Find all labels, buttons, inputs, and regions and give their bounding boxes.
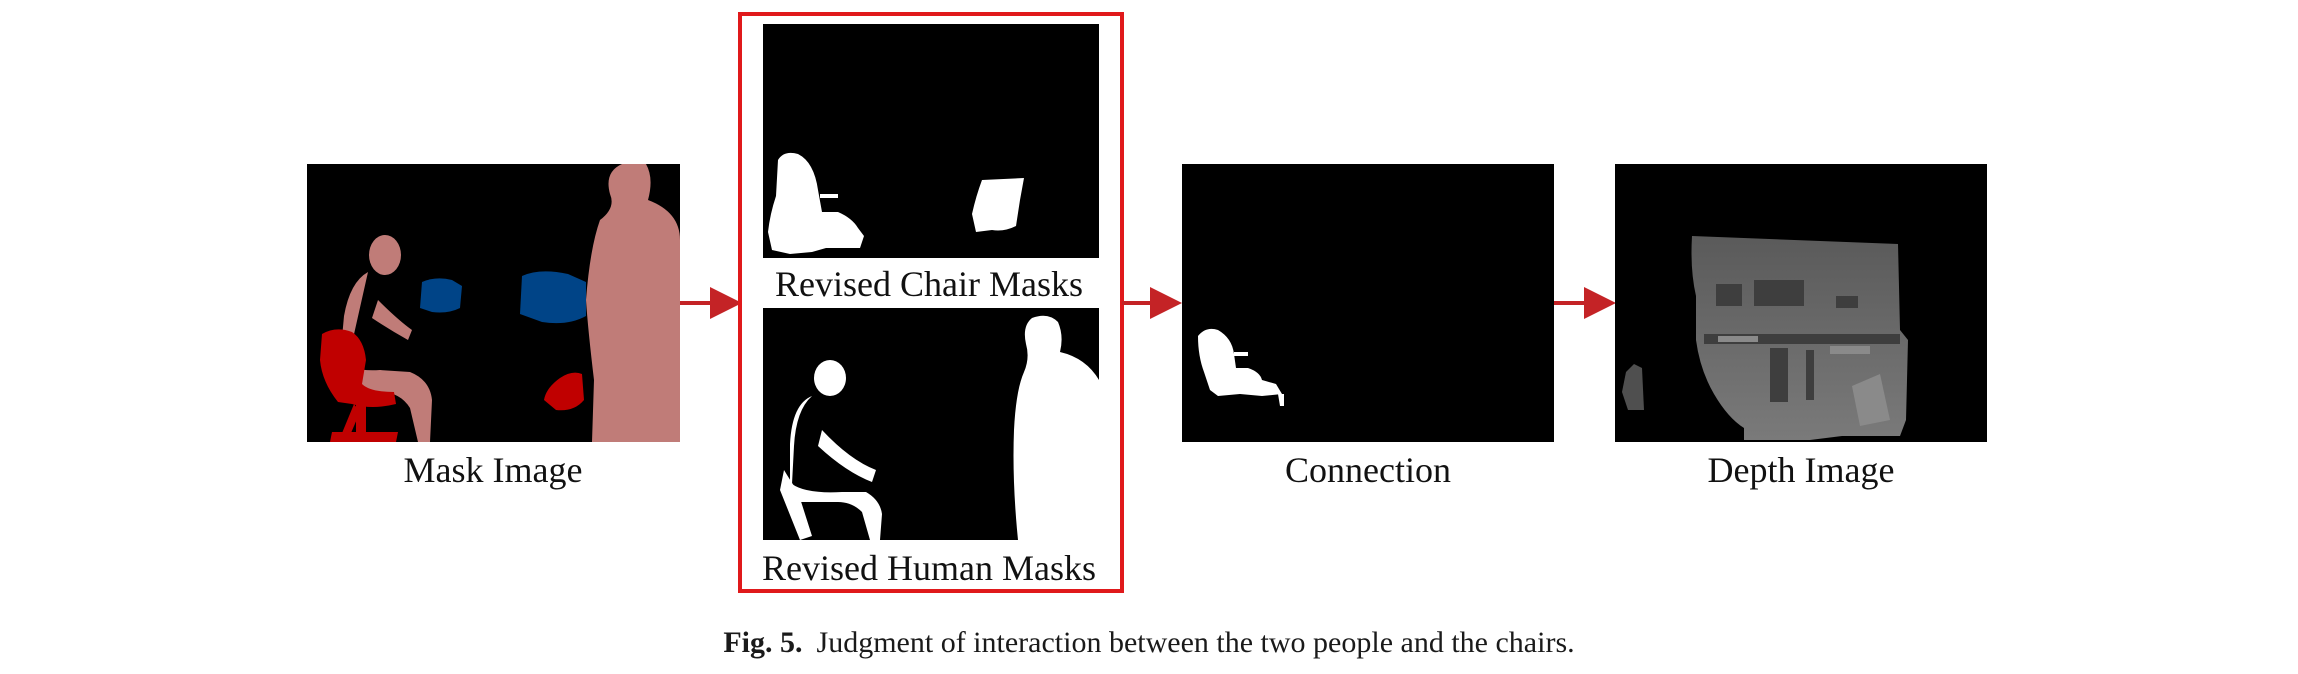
chair-mask-right <box>544 372 584 411</box>
mask-image-label: Mask Image <box>404 450 583 490</box>
connection-label: Connection <box>1285 450 1451 490</box>
revised-chair-masks-label: Revised Chair Masks <box>775 264 1083 304</box>
revised-human-masks-label: Revised Human Masks <box>762 548 1096 588</box>
caption-label: Fig. 5. <box>723 626 803 659</box>
caption-text: Judgment of interaction between the two … <box>816 626 1575 659</box>
object-mask-blue <box>420 271 586 324</box>
depth-image-label: Depth Image <box>1708 450 1895 490</box>
figure-caption: Fig. 5. Judgment of interaction between t… <box>0 626 2298 660</box>
standing-person-mask <box>586 164 680 442</box>
revised-chair-masks-panel <box>763 24 1099 258</box>
chair-mask-left <box>320 329 398 442</box>
revised-human-masks-panel <box>763 308 1099 540</box>
mask-image-panel <box>307 164 680 442</box>
connection-panel <box>1182 164 1554 442</box>
seated-person-mask <box>340 235 432 442</box>
depth-image-panel <box>1615 164 1987 442</box>
